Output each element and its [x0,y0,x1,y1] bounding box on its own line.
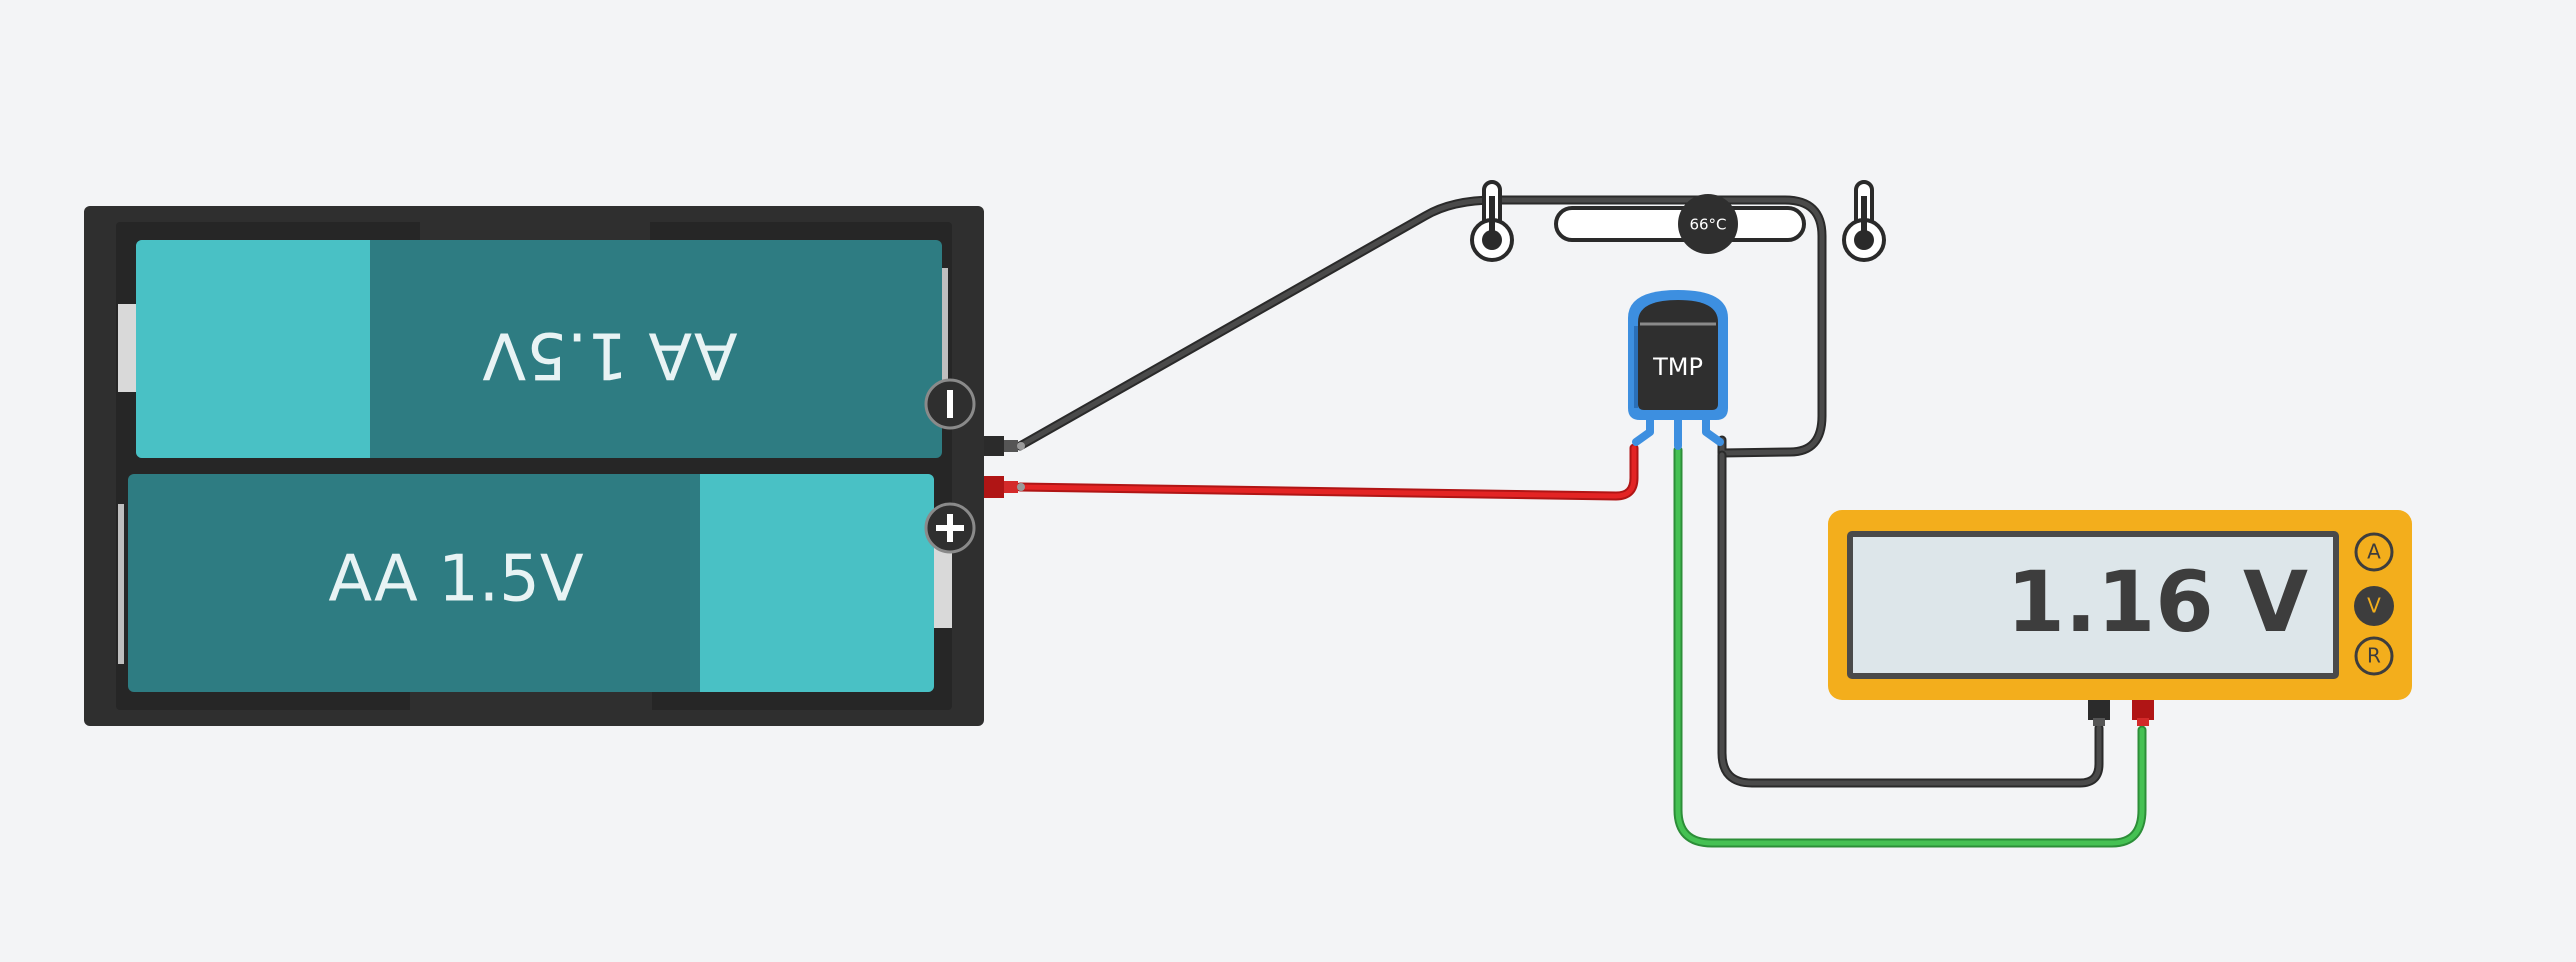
temperature-slider[interactable]: 66°C [1470,180,1886,262]
tmp-sensor[interactable]: TMP [1628,290,1728,450]
temperature-value-label: 66°C [1689,216,1726,234]
battery-cell-top-label: AA 1.5V [482,317,737,391]
battery-cell-bottom: AA 1.5V [128,474,934,692]
wires [1015,195,2147,848]
temperature-slider-knob[interactable]: 66°C [1678,194,1738,254]
hot-thermometer-icon [1842,180,1886,262]
multimeter[interactable]: 1.16 V A V R [1828,510,2412,726]
multimeter-display [1847,531,2339,679]
minus-terminal-icon [924,378,976,430]
mode-ohmmeter-button[interactable]: R [2354,636,2394,676]
mode-ammeter-button[interactable]: A [2354,532,2394,572]
cold-thermometer-icon [1470,180,1514,262]
mode-voltmeter-button[interactable]: V [2354,586,2394,626]
mode-ohmmeter-label: R [2367,644,2381,668]
multimeter-reading: 1.16 V [2006,553,2308,651]
battery-positive-connector[interactable] [984,476,1025,498]
mode-voltmeter-label: V [2367,594,2381,618]
battery-cell-bottom-label: AA 1.5V [328,543,583,617]
mode-ammeter-label: A [2367,540,2381,564]
tmp-sensor-label: TMP [1652,353,1703,381]
battery-negative-connector[interactable] [984,436,1025,456]
battery-cell-top: AA 1.5V [136,240,942,458]
multimeter-black-probe-terminal[interactable] [2088,700,2110,726]
plus-terminal-icon [924,502,976,554]
battery-pack[interactable]: AA 1.5V AA 1.5V [84,206,1025,726]
multimeter-red-probe-terminal[interactable] [2132,700,2154,726]
